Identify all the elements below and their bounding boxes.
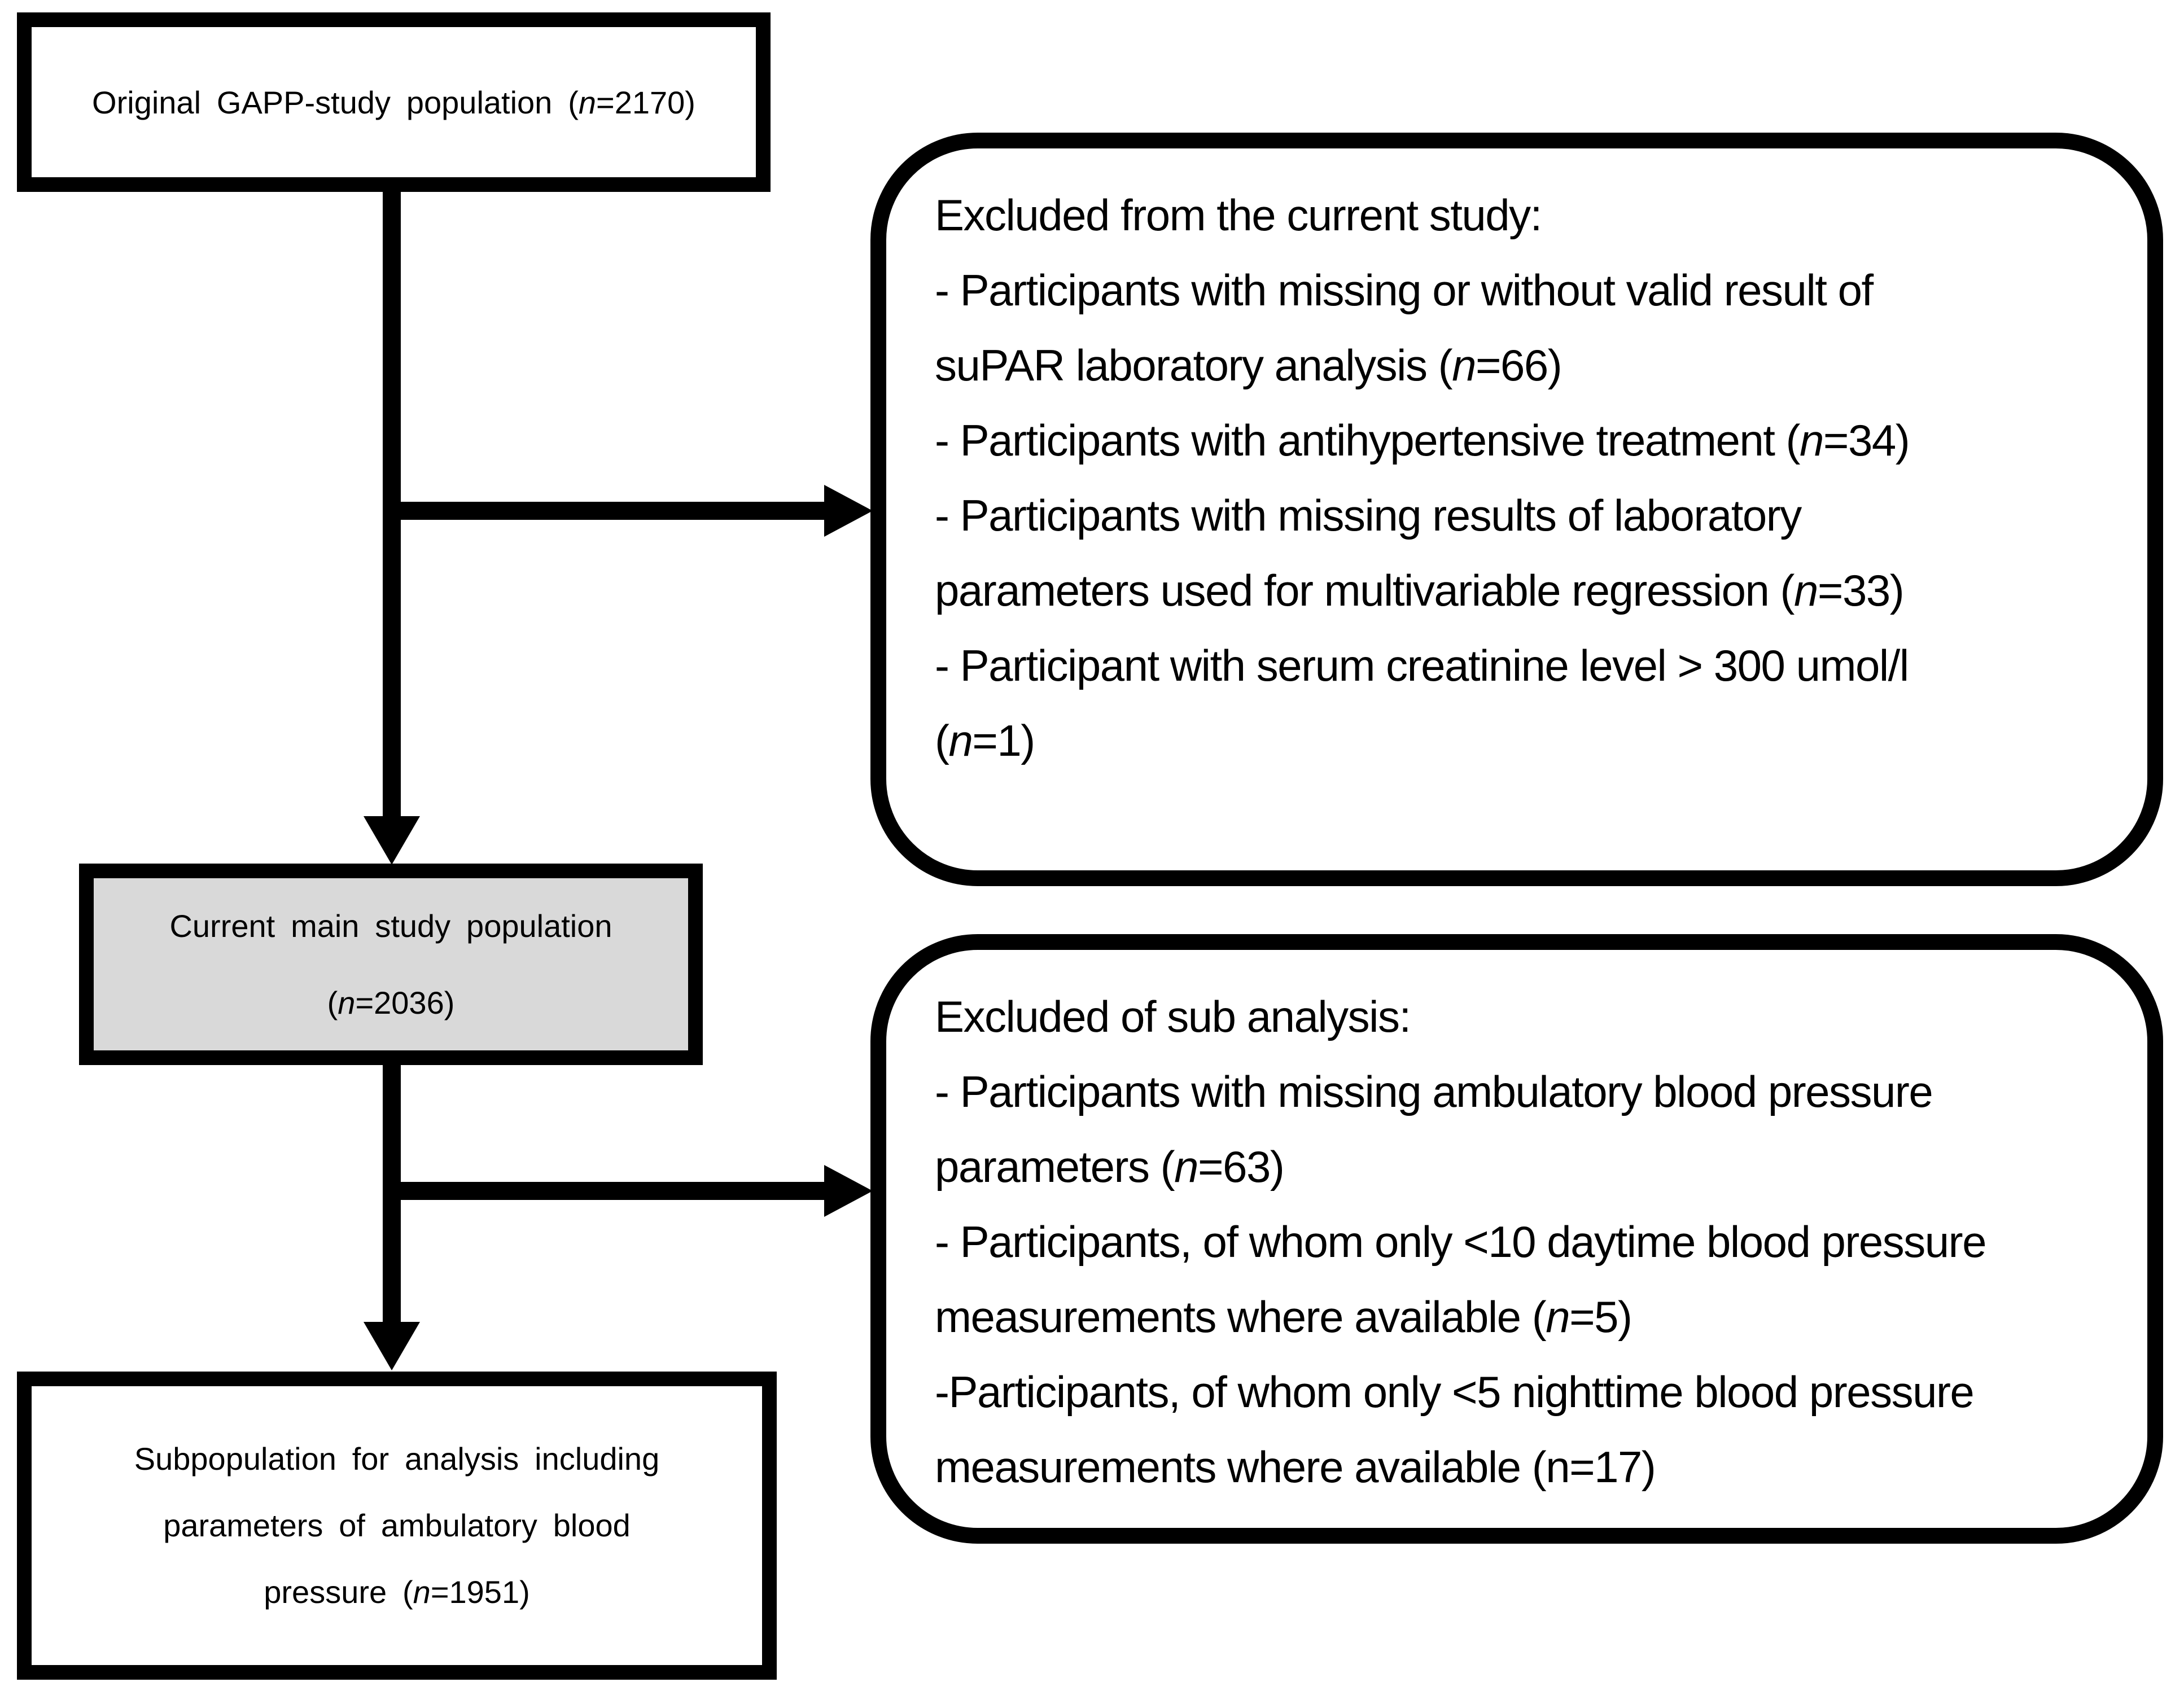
arrow-down-to-current-arrowhead xyxy=(364,816,420,865)
text-line: parameters used for multivariable regres… xyxy=(935,566,1905,615)
text-line: Original GAPP-study population (n=2170) xyxy=(92,84,695,120)
text-line: suPAR laboratory analysis (n=66) xyxy=(935,340,1562,390)
text-line: - Participants with antihypertensive tre… xyxy=(935,415,1910,465)
text-line: parameters (n=63) xyxy=(935,1142,1285,1191)
text-line: - Participants with missing ambulatory b… xyxy=(935,1067,1933,1116)
text-line: parameters of ambulatory blood xyxy=(163,1508,631,1543)
text-line: (n=2036) xyxy=(327,984,455,1020)
text-line: Subpopulation for analysis including xyxy=(134,1441,660,1477)
text-line: measurements where available (n=5) xyxy=(935,1292,1632,1342)
text-line: Excluded of sub analysis: xyxy=(935,992,1411,1041)
text-line: Current main study population xyxy=(169,908,612,944)
text-line: (n=1) xyxy=(935,716,1035,765)
text-line: - Participants with missing results of l… xyxy=(935,490,1802,540)
box-current-main-population: Current main study population (n=2036) xyxy=(79,864,703,1065)
text-line: - Participants, of whom only <10 daytime… xyxy=(935,1217,1986,1267)
text-line: Excluded from the current study: xyxy=(935,190,1542,240)
box-excluded-of-sub-analysis: Excluded of sub analysis: - Participants … xyxy=(870,934,2163,1544)
box-excluded-from-current-study: Excluded from the current study: - Partic… xyxy=(870,133,2163,886)
arrow-right-to-excluded-sub-shaft xyxy=(383,1182,828,1200)
box-subpopulation-for-analysis: Subpopulation for analysis including para… xyxy=(17,1372,777,1680)
arrow-right-to-excluded-sub-arrowhead xyxy=(824,1165,873,1217)
text-line: pressure (n=1951) xyxy=(264,1574,530,1610)
box-original-population: Original GAPP-study population (n=2170) xyxy=(17,12,771,192)
text-line: - Participant with serum creatinine leve… xyxy=(935,641,1909,690)
text-line: - Participants with missing or without v… xyxy=(935,265,1874,315)
text-line: measurements where available (n=17) xyxy=(935,1442,1656,1492)
text-line: -Participants, of whom only <5 nighttime… xyxy=(935,1367,1975,1417)
arrow-down-to-subpopulation-arrowhead xyxy=(364,1322,420,1370)
arrow-right-to-excluded-main-shaft xyxy=(383,502,828,520)
arrow-right-to-excluded-main-arrowhead xyxy=(824,485,873,537)
